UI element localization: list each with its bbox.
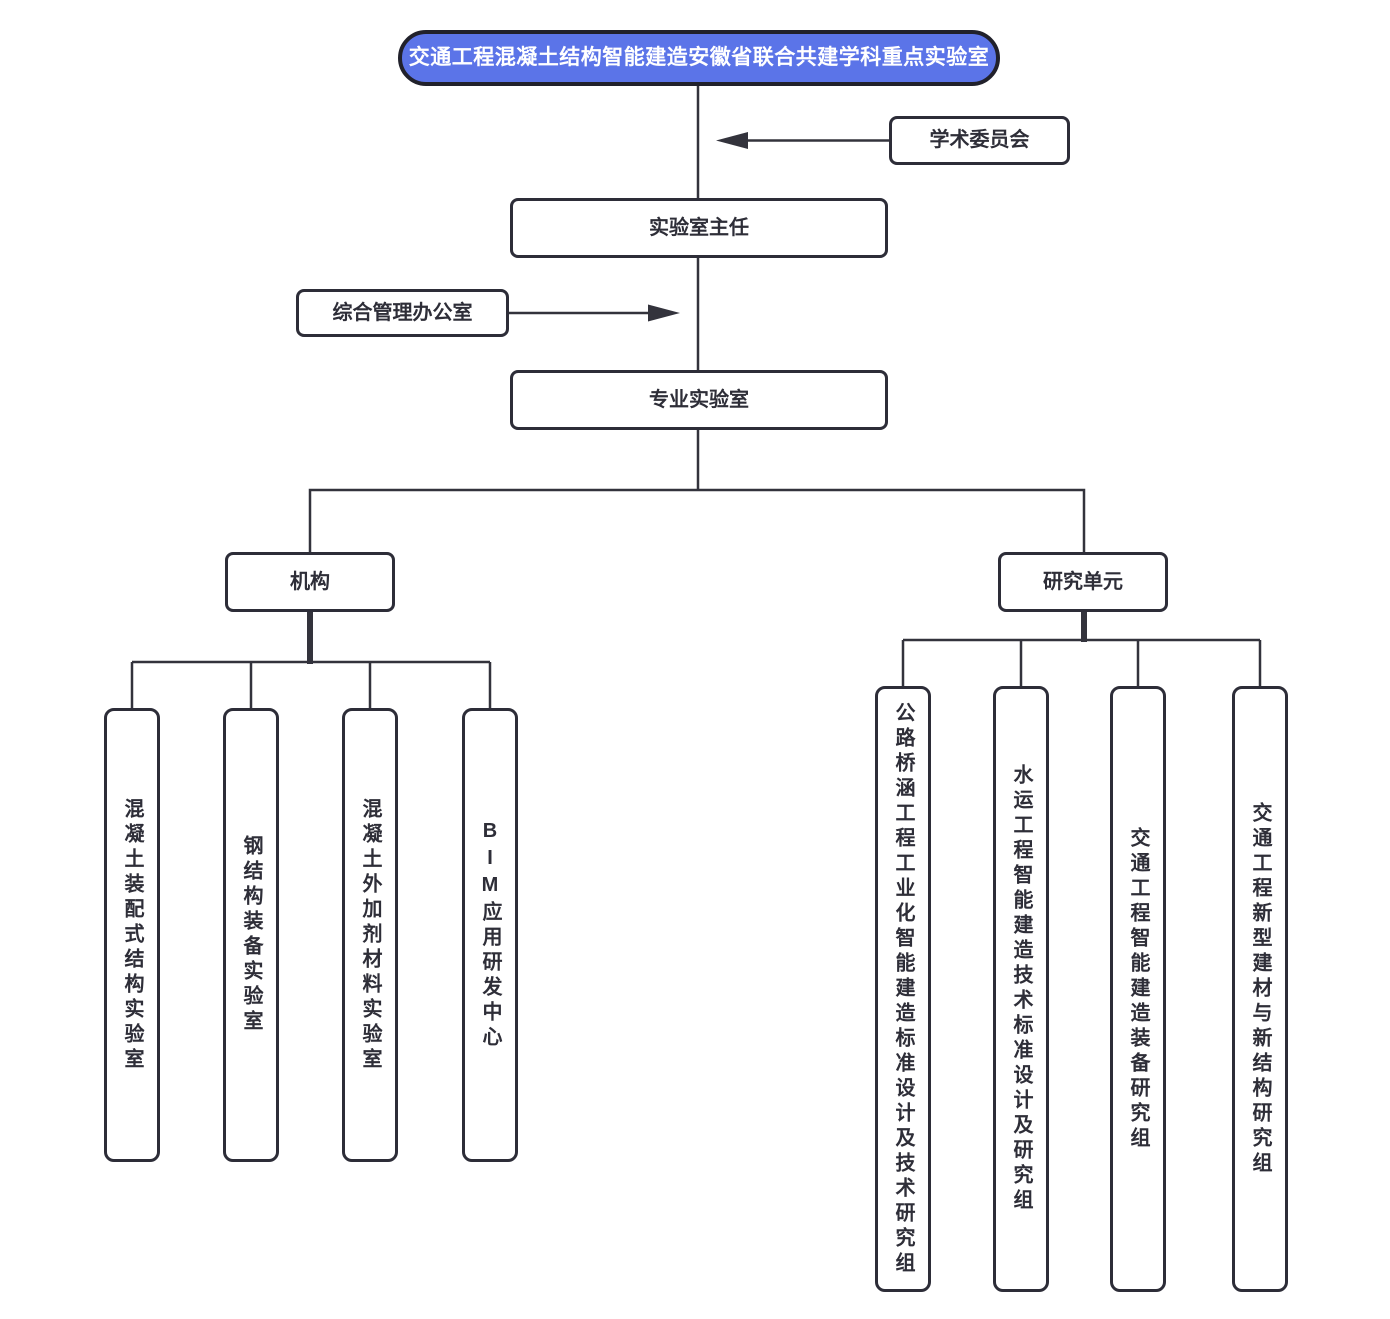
node-admin-office-label: 综合管理办公室 [332,301,473,324]
node-waterway-engineering-research-group-label: 水运工程智能建造技术标准设计及研究组 [1010,764,1032,1214]
node-smart-construction-equipment-research-group: 交通工程智能建造装备研究组 [1110,686,1166,1292]
node-steel-structure-equipment-lab-label: 钢结构装备实验室 [240,835,262,1035]
node-lab-director-label: 实验室主任 [649,216,749,239]
node-root-lab-label: 交通工程混凝土结构智能建造安徽省联合共建学科重点实验室 [408,45,990,69]
node-root-lab: 交通工程混凝土结构智能建造安徽省联合共建学科重点实验室 [398,30,1000,86]
node-professional-lab: 专业实验室 [510,370,888,430]
node-steel-structure-equipment-lab: 钢结构装备实验室 [223,708,279,1162]
connector-group [130,86,1262,708]
node-precast-concrete-structure-lab: 混凝土装配式结构实验室 [104,708,160,1162]
node-research-units: 研究单元 [998,552,1168,612]
node-institutions: 机构 [225,552,395,612]
node-bim-application-rd-center-label: BIM应用研发中心 [479,819,501,1051]
node-academic-committee-label: 学术委员会 [929,129,1030,151]
node-waterway-engineering-research-group: 水运工程智能建造技术标准设计及研究组 [993,686,1049,1292]
arrowhead-right-icon [648,304,680,322]
node-lab-director: 实验室主任 [510,198,888,258]
node-concrete-admixture-materials-lab-label: 混凝土外加剂材料实验室 [359,797,381,1073]
node-precast-concrete-structure-lab-label: 混凝土装配式结构实验室 [121,797,143,1073]
node-admin-office: 综合管理办公室 [296,289,509,337]
node-highway-bridge-culvert-research-group: 公路桥涵工程工业化智能建造标准设计及技术研究组 [875,686,931,1292]
arrowhead-left-icon [716,132,748,149]
node-research-units-label: 研究单元 [1043,570,1123,593]
node-bim-application-rd-center: BIM应用研发中心 [462,708,518,1162]
branch-split-line [308,488,1086,552]
node-new-materials-structures-research-group: 交通工程新型建材与新结构研究组 [1232,686,1288,1292]
node-institutions-label: 机构 [290,570,330,593]
node-academic-committee: 学术委员会 [889,116,1070,165]
node-smart-construction-equipment-research-group-label: 交通工程智能建造装备研究组 [1127,826,1149,1152]
node-professional-lab-label: 专业实验室 [649,388,749,411]
node-new-materials-structures-research-group-label: 交通工程新型建材与新结构研究组 [1249,801,1271,1177]
node-concrete-admixture-materials-lab: 混凝土外加剂材料实验室 [342,708,398,1162]
node-highway-bridge-culvert-research-group-label: 公路桥涵工程工业化智能建造标准设计及技术研究组 [892,701,914,1277]
